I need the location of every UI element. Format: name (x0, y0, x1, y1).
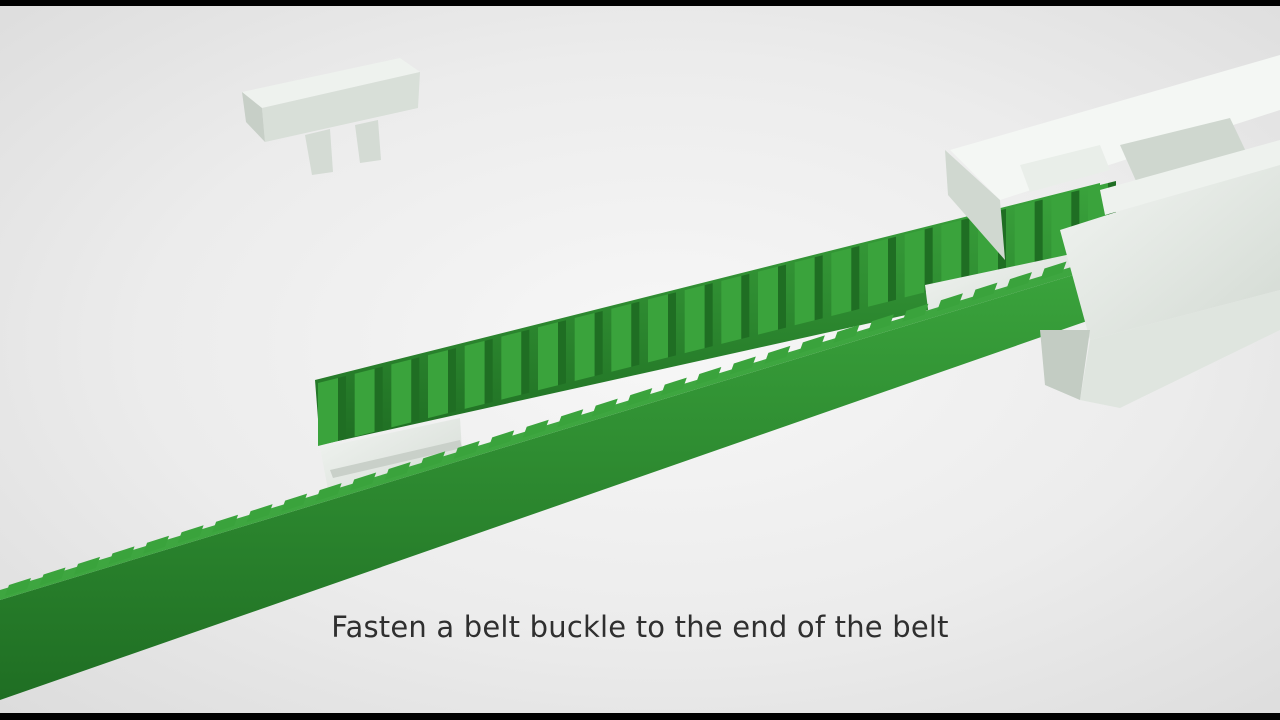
belt-tooth (868, 238, 888, 307)
lower-belt-teeth (5, 251, 1101, 596)
belt-tooth (39, 567, 66, 586)
belt-tooth-shadow (521, 329, 530, 395)
belt-tooth-shadow (338, 376, 346, 441)
belt-tooth (246, 504, 273, 523)
belt-tooth (538, 322, 558, 391)
belt-tooth-shadow (411, 357, 420, 423)
belt-tooth (611, 303, 632, 372)
belt-tooth (522, 419, 549, 438)
belt-tooth (391, 359, 412, 428)
belt-tooth (798, 335, 825, 354)
belt-assembly-illustration (0, 55, 1280, 700)
belt-tooth-shadow (851, 246, 860, 311)
belt-tooth (941, 220, 962, 289)
video-frame: Fasten a belt buckle to the end of the b… (0, 6, 1280, 713)
belt-tooth (212, 514, 239, 533)
belt-tooth (428, 350, 448, 419)
belt-tooth (1014, 201, 1035, 270)
belt-tooth (318, 378, 338, 446)
belt-tooth (350, 472, 377, 491)
belt-tooth-shadow (888, 236, 896, 302)
belt-tooth-shadow (961, 218, 970, 284)
belt-clip (242, 58, 420, 175)
belt-tooth-shadow (558, 320, 566, 386)
belt-tooth (1005, 272, 1032, 291)
belt-tooth-shadow (1034, 199, 1043, 265)
belt-tooth (354, 368, 375, 437)
belt-tooth (281, 493, 308, 512)
belt-tooth (936, 293, 963, 312)
belt-tooth (648, 294, 668, 363)
belt-tooth-shadow (448, 348, 456, 414)
letterbox-top (0, 0, 1280, 6)
lower-belt (0, 251, 1101, 700)
belt-tooth (833, 324, 860, 343)
belt-tooth-shadow (924, 227, 933, 293)
belt-tooth (721, 275, 742, 344)
belt-tooth (867, 314, 894, 333)
belt-tooth (1040, 261, 1067, 280)
belt-tooth (177, 525, 204, 544)
belt-tooth (660, 377, 687, 396)
buckle-housing (945, 55, 1280, 408)
belt-tooth (108, 546, 135, 565)
belt-tooth (419, 451, 446, 470)
belt-tooth-shadow (631, 301, 640, 367)
belt-tooth (315, 483, 342, 502)
belt-tooth (453, 440, 480, 459)
belt-tooth (488, 430, 515, 449)
belt-tooth-shadow (778, 264, 786, 330)
belt-tooth (143, 535, 170, 554)
belt-tooth (904, 229, 925, 298)
belt-tooth (384, 461, 411, 480)
belt-tooth (5, 578, 31, 596)
belt-tooth-shadow (594, 311, 603, 376)
belt-tooth (831, 248, 852, 316)
video-caption: Fasten a belt buckle to the end of the b… (331, 610, 949, 644)
belt-tooth-shadow (741, 273, 750, 339)
belt-tooth (501, 331, 522, 400)
belt-tooth (591, 398, 618, 417)
belt-tooth (626, 388, 653, 407)
belt-tooth (902, 303, 929, 322)
belt-tooth (729, 356, 756, 375)
belt-tooth-shadow (668, 292, 676, 358)
upper-belt-segment (315, 181, 1116, 446)
upper-belt-teeth (318, 181, 1116, 446)
belt-tooth (758, 266, 778, 335)
letterbox-bottom (0, 713, 1280, 720)
belt-tooth-shadow (814, 255, 823, 321)
belt-tooth (695, 367, 722, 386)
belt-tooth-shadow (484, 338, 493, 404)
belt-tooth (764, 345, 791, 364)
belt-tooth (684, 285, 705, 354)
belt-tooth (794, 257, 815, 326)
belt-tooth (464, 340, 485, 409)
belt-tooth (74, 556, 101, 575)
belt-tooth (971, 282, 998, 301)
belt-tooth-shadow (374, 366, 383, 432)
belt-tooth (557, 409, 584, 428)
belt-tooth (574, 313, 595, 381)
belt-tooth-shadow (704, 283, 713, 349)
